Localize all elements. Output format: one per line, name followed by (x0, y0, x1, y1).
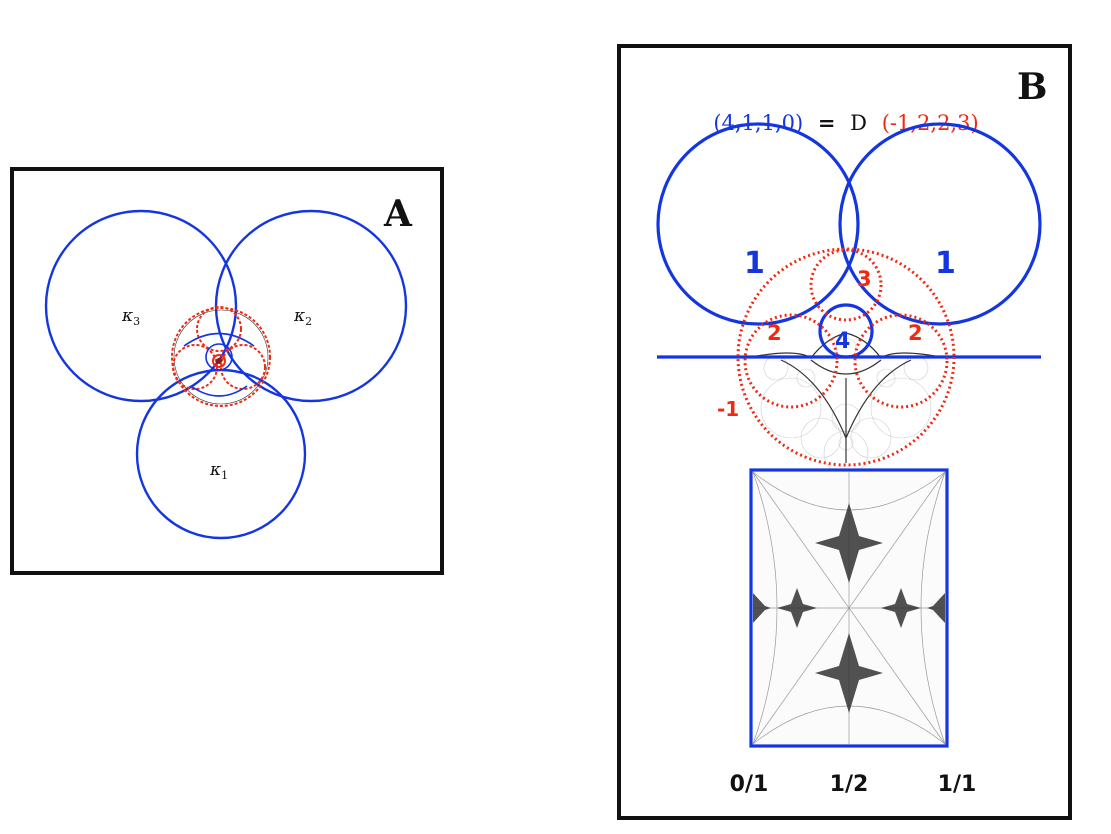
central-packing-cluster (171, 306, 271, 407)
kappa-3-label: κ3 (121, 306, 140, 328)
blue-circle-left (656, 122, 860, 326)
blue-circle-right (838, 122, 1042, 326)
operator-d: D (850, 111, 867, 135)
red-label-left: 2 (767, 321, 782, 345)
panel-b-diagram: (4,1,1,0) = D (-1,2,2,3) (656, 110, 1042, 797)
blue-label-small: 4 (835, 329, 850, 354)
blue-label-left: 1 (744, 246, 765, 281)
red-label-outer: -1 (717, 397, 739, 421)
blue-label-right: 1 (935, 246, 956, 281)
kappa-2-label: κ2 (293, 306, 312, 328)
red-circle-right (853, 313, 949, 409)
gasket-background (760, 337, 932, 476)
blue-circle-small (818, 303, 874, 359)
red-circle-left (743, 313, 839, 409)
fractal-box (749, 468, 949, 748)
red-label-right: 2 (908, 321, 923, 345)
panel-a-letter: A (384, 193, 412, 235)
axis-label-1-1: 1/1 (938, 772, 977, 797)
panel-a: A κ3 κ2 κ1 (10, 167, 444, 575)
red-circle-large (736, 247, 956, 467)
panel-a-diagram: κ3 κ2 κ1 (44, 209, 408, 540)
circle-kappa-2 (214, 209, 408, 403)
red-label-top: 3 (857, 267, 872, 291)
axis-label-1-2: 1/2 (830, 772, 869, 797)
circle-kappa-3 (44, 209, 238, 403)
axis-label-0-1: 0/1 (730, 772, 769, 797)
panel-b: B (4,1,1,0) = D (-1,2,2,3) (617, 44, 1072, 820)
red-circle-top (809, 248, 883, 322)
panel-b-letter: B (1017, 66, 1048, 108)
kappa-1-label: κ1 (209, 460, 228, 482)
equals-sign: = (818, 110, 836, 135)
gasket-dark-cusps (745, 332, 947, 463)
